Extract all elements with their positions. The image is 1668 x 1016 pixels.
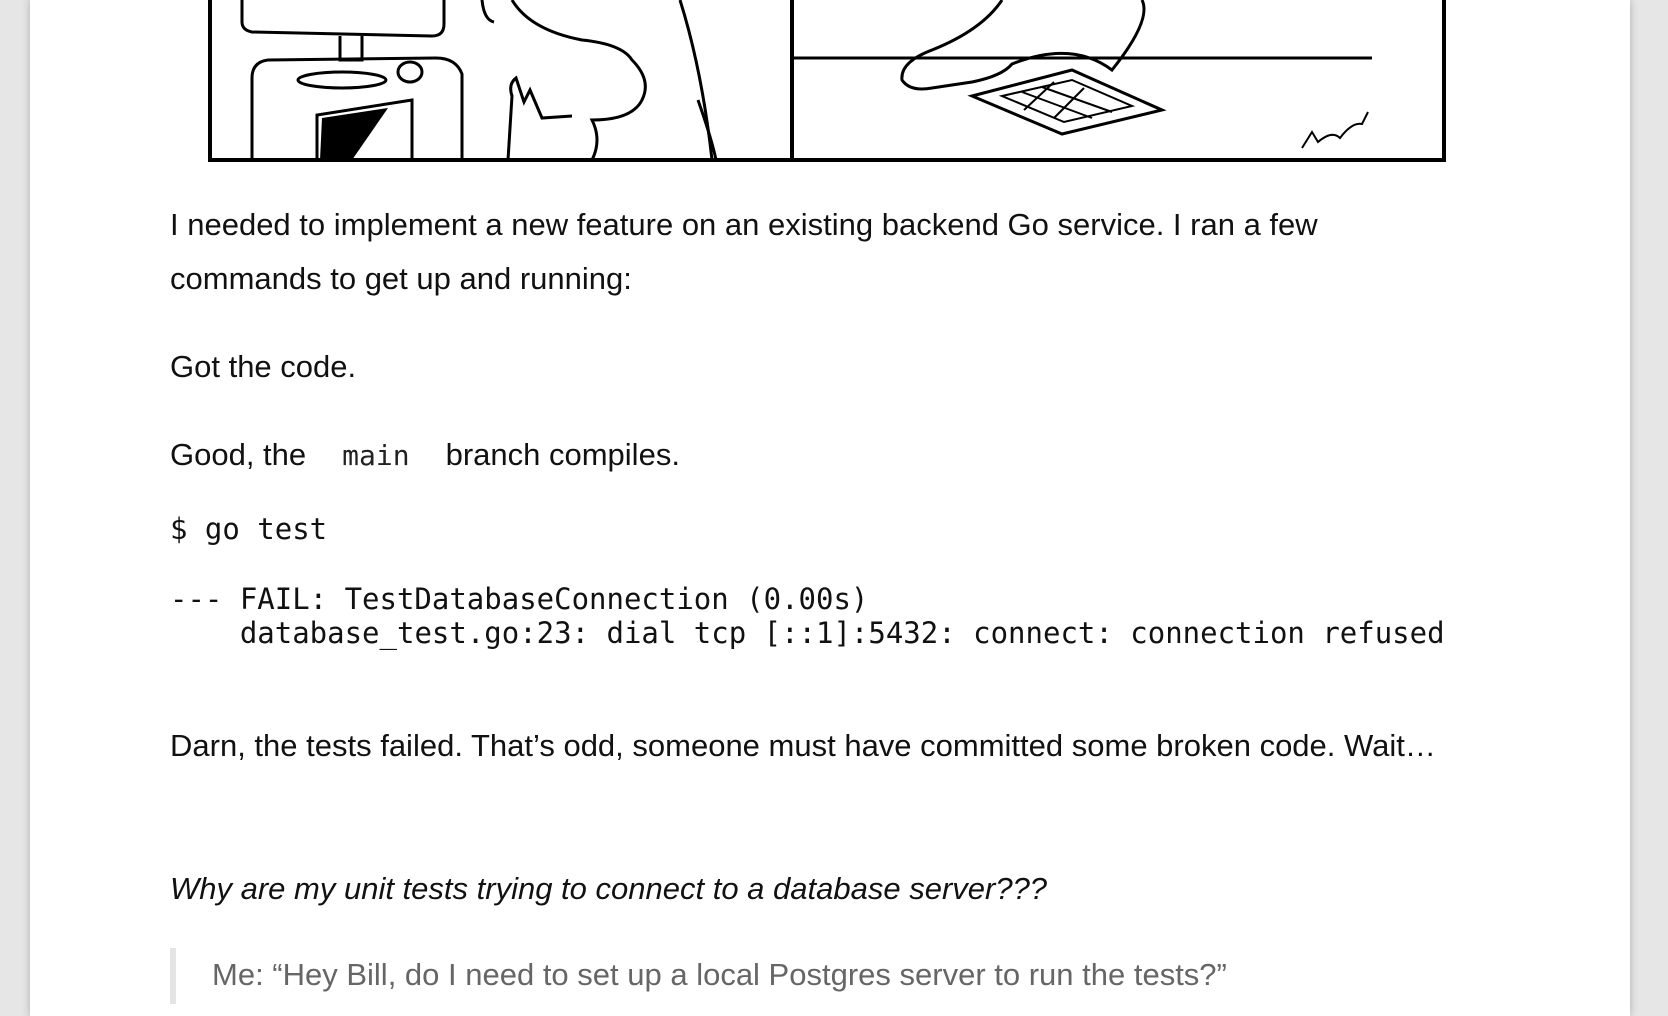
got-code-paragraph: Got the code.	[170, 349, 357, 384]
intro-paragraph: I needed to implement a new feature on a…	[170, 207, 1318, 296]
comic-strip-image	[208, 0, 1446, 162]
article-page: I needed to implement a new feature on a…	[30, 0, 1630, 1016]
go-test-command: $ go test	[170, 512, 328, 546]
compiles-text-after: branch compiles.	[445, 437, 680, 472]
compiles-text-before: Good, the	[170, 437, 307, 472]
comic-illustration-icon	[240, 0, 1372, 158]
compiles-paragraph: Good, the main branch compiles.	[170, 428, 1470, 483]
inline-code-main: main	[342, 439, 410, 472]
tests-failed-paragraph: Darn, the tests failed. That’s odd, some…	[170, 728, 1436, 763]
test-output-block: --- FAIL: TestDatabaseConnection (0.00s)…	[170, 582, 1445, 650]
blockquote: Me: “Hey Bill, do I need to set up a loc…	[170, 948, 1470, 1004]
database-question-paragraph: Why are my unit tests trying to connect …	[170, 871, 1048, 906]
blockquote-text: Me: “Hey Bill, do I need to set up a loc…	[212, 957, 1227, 992]
